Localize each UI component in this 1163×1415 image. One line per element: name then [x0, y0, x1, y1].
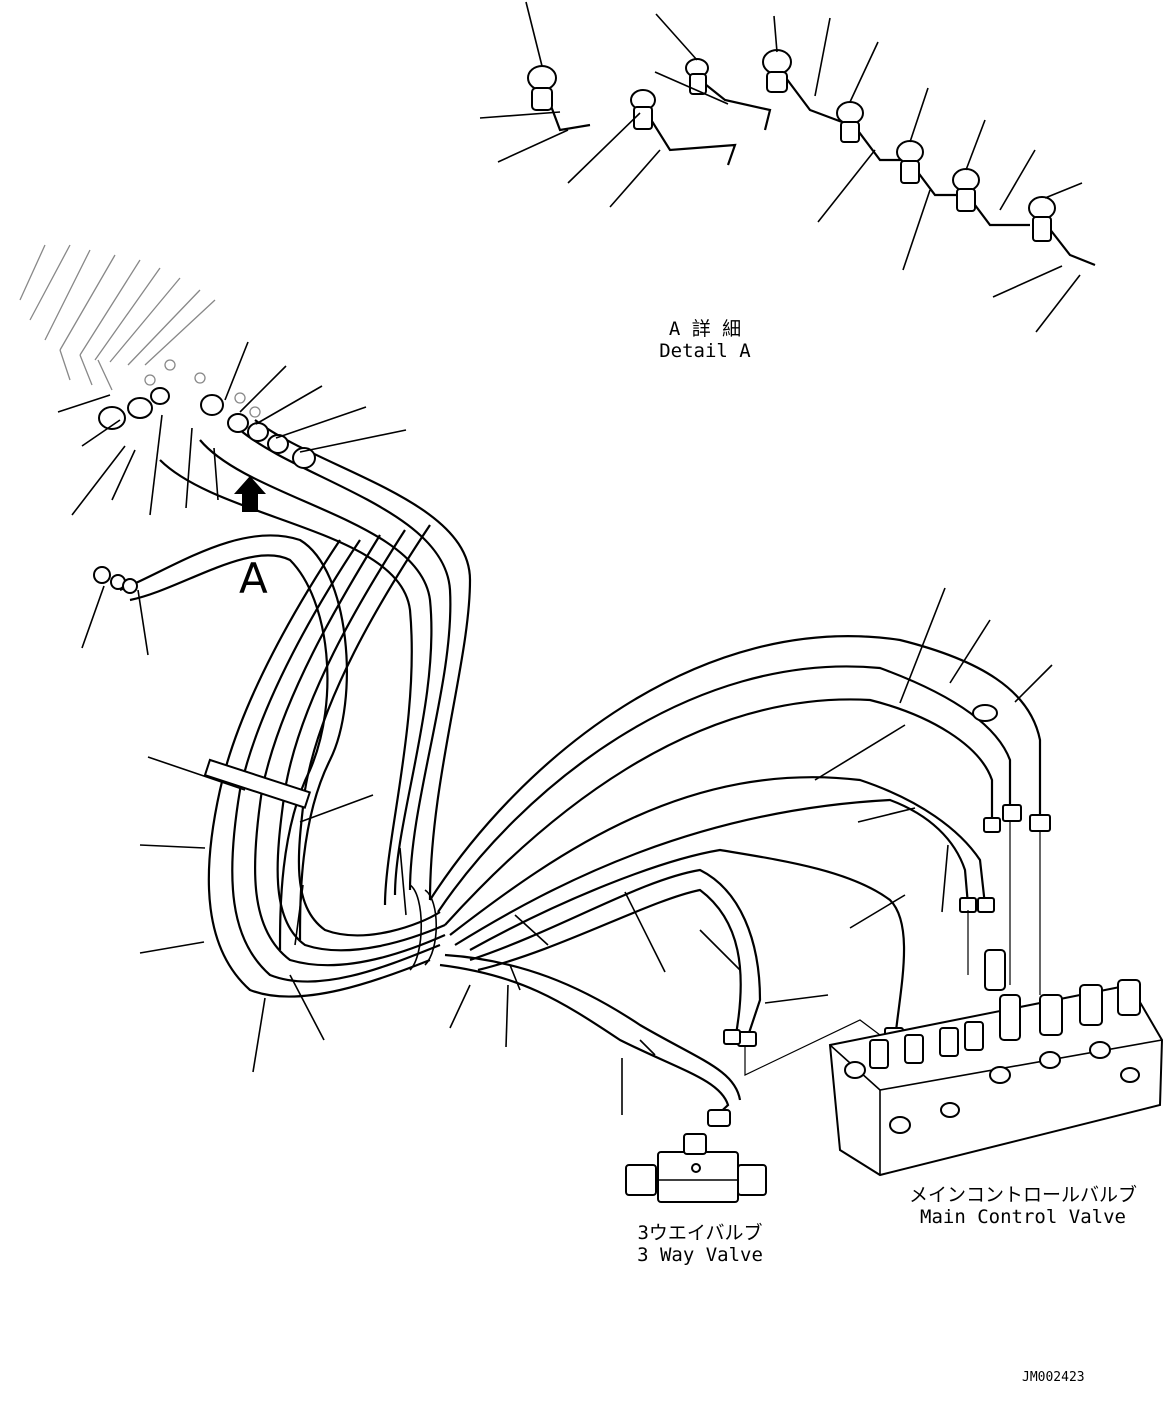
- main-control-valve-label: メインコントロールバルブ Main Control Valve: [893, 1184, 1153, 1228]
- arrow-up-icon: [234, 476, 266, 512]
- drawing-reference: JM002423: [1022, 1370, 1085, 1385]
- three-way-valve-label: 3ウエイバルブ 3 Way Valve: [610, 1222, 790, 1266]
- background-hoses: [19, 244, 261, 418]
- mcv-connection-lines: [744, 820, 1041, 1076]
- view-marker: A: [239, 554, 268, 603]
- detail-a-leaders: [479, 1, 1083, 333]
- three-way-valve-label-jp: 3ウエイバルブ: [637, 1222, 763, 1244]
- main-control-valve-label-jp: メインコントロールバルブ: [908, 1184, 1137, 1206]
- bundle-top-fittings: [93, 387, 316, 594]
- detail-a-label: A 詳 細 Detail A: [640, 318, 770, 362]
- detail-a-fittings: [527, 49, 1096, 267]
- three-way-valve: [625, 1133, 767, 1203]
- three-way-valve-label-en: 3 Way Valve: [637, 1244, 763, 1266]
- main-hose-bundle: [119, 419, 1045, 1121]
- detail-a-label-en: Detail A: [659, 340, 751, 362]
- bundle-leaders: [57, 341, 1053, 1115]
- main-control-valve-label-en: Main Control Valve: [920, 1206, 1126, 1228]
- main-control-valve: [828, 949, 1163, 1177]
- detail-a-view: [479, 1, 1096, 333]
- detail-a-label-jp: A 詳 細: [668, 318, 742, 340]
